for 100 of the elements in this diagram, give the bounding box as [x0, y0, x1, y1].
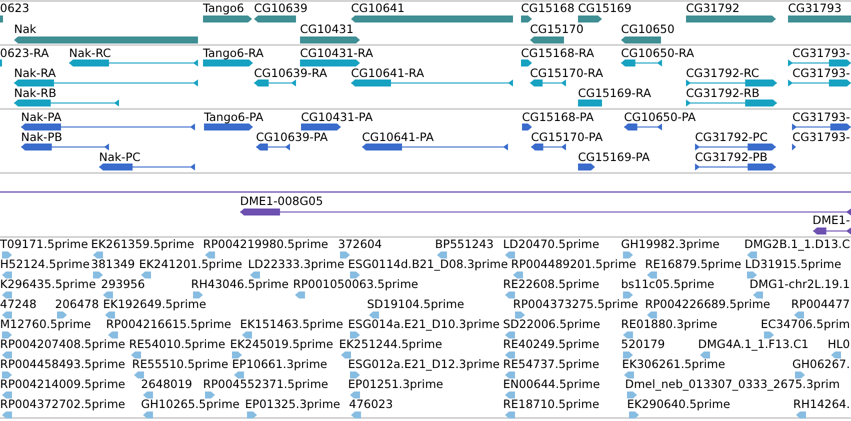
feature-label: RP004372702.5prime	[0, 398, 126, 411]
feature-label: CG10639-RA	[254, 67, 328, 80]
feature-label: CG10639-PA	[256, 131, 328, 144]
feature-label: SD22006.5prime	[503, 318, 600, 331]
feature-label: GH19982.3prime	[621, 238, 720, 251]
feature-label: CG15168-PA	[522, 111, 594, 124]
feature-label: K296435.5prime	[0, 278, 96, 291]
feature-label: EK261359.5prime	[91, 238, 194, 251]
feature-label: RH14264.	[793, 398, 850, 411]
feature-label: 372604	[338, 238, 382, 251]
feature-label: RP001050063.5prime	[293, 278, 418, 291]
feature-label: Nak-PC	[99, 151, 140, 164]
feature-label: RH43046.5prime	[191, 278, 289, 291]
feature-label: DMG4A.1_1.F13.C1	[698, 338, 809, 351]
feature-label: EK192649.5prime	[103, 298, 206, 311]
feature-label: RE16879.5prime	[645, 258, 742, 271]
feature-label: ESG014a.E21_D10.3prime	[348, 318, 500, 331]
feature-label: Nak-RA	[14, 67, 56, 80]
feature-label: RP004219980.5prime	[203, 238, 328, 251]
feature-label: RP004373275.5prime	[513, 298, 638, 311]
feature-label: CG31792-PC	[695, 131, 768, 144]
feature-label: RP004552371.5prime	[203, 378, 328, 391]
feature-label: EK290640.5prime	[627, 398, 730, 411]
feature-label: CG10641-RA	[351, 67, 424, 80]
feature-label: EP10661.3prime	[232, 358, 328, 371]
feature-label: EK241201.5prime	[139, 258, 242, 271]
feature-label: HL0	[828, 338, 850, 351]
feature-label: RP004216615.5prime	[106, 318, 232, 331]
feature-label: M12760.5prime	[0, 318, 91, 331]
feature-label: RP004477	[791, 298, 850, 311]
feature-label: DME1-	[812, 214, 850, 227]
feature-label: EP01251.3prime	[348, 378, 444, 391]
feature-label: GH10265.5prime	[141, 398, 240, 411]
feature-label: T09171.5prime	[0, 238, 88, 251]
feature-label: CG31792	[686, 2, 740, 15]
feature-label: DMG1-chr2L.19.1	[750, 278, 850, 291]
feature-label: RE22608.5prime	[503, 278, 600, 291]
feature-label: 206478	[55, 298, 99, 311]
feature-label: 0623	[0, 2, 30, 15]
feature-label: RE54737.5prime	[503, 358, 600, 371]
feature-label: CG15170-PA	[531, 131, 603, 144]
feature-label: CG15168	[521, 2, 575, 15]
feature-label: Tango6-RA	[203, 47, 264, 60]
feature-label: Nak	[14, 23, 36, 36]
feature-label: bs11c05.5prime	[621, 278, 714, 291]
feature-label: CG10431-PA	[301, 111, 373, 124]
feature-label: CG15169-RA	[578, 87, 652, 100]
feature-label: Tango6-PA	[204, 111, 264, 124]
feature-label: RE40249.5prime	[503, 338, 600, 351]
feature-label: CG10650-RA	[621, 47, 694, 60]
feature-label: CG10641	[351, 2, 405, 15]
feature-label: 476023	[349, 398, 393, 411]
feature-label: 520179	[621, 338, 665, 351]
feature-label: EN00644.5prime	[503, 378, 600, 391]
feature-label: H52124.5prime	[0, 258, 90, 271]
feature-label: CG10641-PA	[362, 131, 434, 144]
feature-label: CG31793-	[792, 47, 850, 60]
feature-label: RP004489201.5prime	[511, 258, 636, 271]
feature-label: Tango6	[203, 2, 244, 15]
feature-label: DMG2B.1_1.D13.C	[744, 238, 850, 251]
feature-label: EK245019.5prime	[230, 338, 334, 351]
feature-label: CG15170	[530, 23, 584, 36]
feature-label: CG31792-PB	[695, 151, 768, 164]
feature-label: RE01880.3prime	[621, 318, 718, 331]
feature-label: RP004214009.5prime	[0, 378, 126, 391]
feature-label: 2648019	[141, 378, 192, 391]
feature-label: Nak-RC	[69, 47, 111, 60]
feature-label: CG10431	[300, 23, 354, 36]
feature-label: EK306261.5prime	[622, 358, 726, 371]
feature-label: CG10639	[254, 2, 308, 15]
feature-label: DME1-008G05	[240, 195, 324, 208]
feature-label: RE18710.5prime	[503, 398, 600, 411]
feature-label: ESG012a.E21_D12.3prime	[348, 358, 500, 371]
feature-label: CG31792-RC	[686, 67, 760, 80]
feature-label: Nak-PB	[21, 131, 62, 144]
feature-label: CG15169-PA	[578, 151, 650, 164]
feature-label: GH06267.	[792, 358, 850, 371]
feature-label: CG15168-RA	[521, 47, 594, 60]
feature-label: RP004207408.5prime	[0, 338, 126, 351]
feature-label: RE55510.5prime	[132, 358, 228, 371]
feature-label: LD31915.5prime	[745, 258, 842, 271]
feature-label: LD22333.3prime	[248, 258, 344, 271]
feature-label: 47248	[0, 298, 37, 311]
feature-label: Dmel_neb_013307_0333_2675.3prim	[625, 378, 840, 391]
feature-label: CG31792-RB	[686, 87, 760, 100]
feature-label: ESG0114d.B21_D08.3prime	[348, 258, 508, 271]
feature-label: Nak-RB	[14, 87, 56, 100]
feature-label: EK151463.5prime	[240, 318, 344, 331]
feature-label: CG10650	[621, 23, 675, 36]
feature-label: 381349	[91, 258, 135, 271]
feature-label: LD20470.5prime	[503, 238, 600, 251]
feature-label: CG31793	[788, 2, 842, 15]
feature-label: CG15169	[578, 2, 632, 15]
feature-label: CG10650-PA	[624, 111, 696, 124]
feature-label: BP551243	[435, 238, 494, 251]
feature-label: CG31793-	[792, 111, 850, 124]
feature-label: 0623-RA	[0, 47, 49, 60]
feature-label: 293956	[101, 278, 145, 291]
feature-label: EC34706.5prim	[760, 318, 850, 331]
feature-label: RE54010.5prime	[129, 338, 226, 351]
